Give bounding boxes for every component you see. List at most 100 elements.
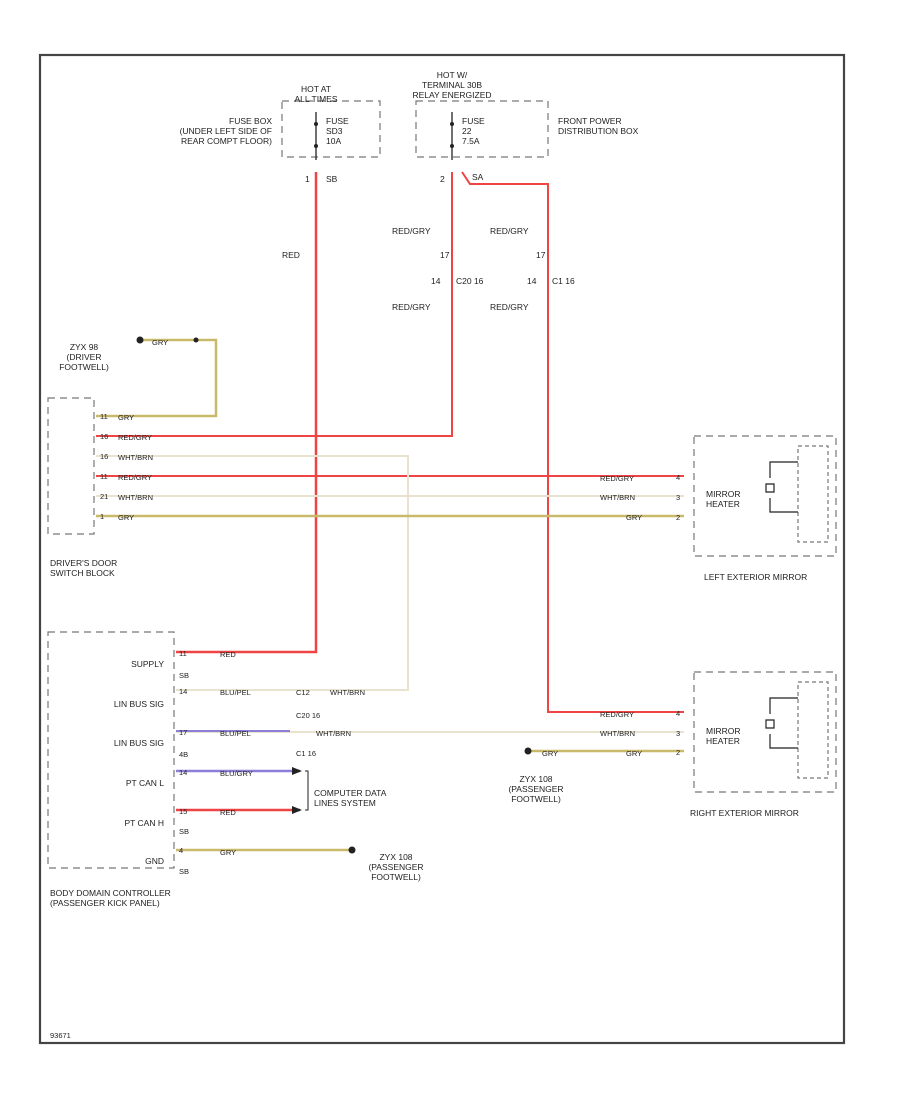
wire-label-redgry-r1: RED/GRY [490,226,529,236]
right-mirror-pin-1: 4 [676,709,680,718]
right-mirror-heater-wire [765,697,798,749]
bdc-label-2: (PASSENGER KICK PANEL) [50,898,160,908]
wire-redgry-switch [96,172,453,437]
wire-red-supply [176,172,318,654]
switch-pin-1: 11 [100,412,108,421]
wire-label-gry-sw1: GRY [118,413,134,422]
bdc-row-5-name: PT CAN H [124,818,164,828]
left-mirror-pin-1: 4 [676,473,680,482]
right-mirror-label: RIGHT EXTERIOR MIRROR [690,808,799,818]
ground-driver-3: FOOTWELL) [59,362,109,372]
fuse-left-fuse-1: FUSE [326,116,349,126]
bdc-splice-b: C20 16 [296,711,320,720]
wire-label-redgry-sw4: RED/GRY [118,473,152,482]
fuse-right-fuse-1: FUSE [462,116,485,126]
fuse-box-right [415,100,549,158]
ground-node-passenger-mirror [524,747,532,755]
wire-label-redgry-rm: RED/GRY [600,710,634,719]
fuse-left-pin-a: 1 [305,174,310,184]
wire-gry-driver-ground [96,338,218,418]
ground-node-passenger-bdc [348,846,356,854]
bdc-label: BODY DOMAIN CONTROLLER(PASSENGER KICK PA… [50,888,171,908]
bdc-row-5-pin: 15 [179,807,187,816]
page-code: 93671 [50,1031,71,1040]
ground-pb-2: (PASSENGER [368,862,423,872]
bdc-row-4-pin: 14 [179,768,187,777]
ground-pb-3: FOOTWELL) [371,872,421,882]
fuse-right-box-1: FRONT POWER [558,116,622,126]
wire-label-gry-bdc6: GRY [220,848,236,857]
fuse-left-hot-2: ALL TIMES [295,94,338,104]
fuse-node-left-top [314,122,318,126]
wire-whtbrn-switch-bdc [96,455,409,691]
switch-block-box [47,397,95,535]
bdc-splice-c: C1 16 [296,749,316,758]
bdc-box [47,631,175,869]
bdc-splice-a: C12 [296,688,310,697]
wire-redgry-mirrors [461,171,684,713]
fuse-node-right-top [450,122,454,126]
right-mirror-pin-2: 3 [676,729,680,738]
ground-pm-3: FOOTWELL) [511,794,561,804]
bdc-row-4-name: PT CAN L [126,778,164,788]
switch-pin-6: 1 [100,512,104,521]
switch-block-label-2: SWITCH BLOCK [50,568,115,578]
fuse-node-left-bot [314,144,318,148]
wire-label-redgry-r2: RED/GRY [490,302,529,312]
left-mirror-pin-2: 3 [676,493,680,502]
fuse-right-fuse-3: 7.5A [462,136,480,146]
switch-pin-5: 21 [100,492,108,501]
bdc-row-1-conn: SB [179,671,189,680]
ground-pm-2: (PASSENGER [508,784,563,794]
switch-pin-4: 11 [100,472,108,481]
left-mirror-heater-element [797,445,829,543]
right-mirror-heater-2: HEATER [706,736,740,746]
wire-label-gry-pm: GRY [542,749,558,758]
wire-label-redgry-lm: RED/GRY [600,474,634,483]
bdc-row-6-name: GND [145,856,164,866]
switch-block-pins: 11 16 16 11 21 1 [100,412,108,521]
fuse-left-fuse-3: 10A [326,136,341,146]
wire-label-whtbrn-sw5: WHT/BRN [118,493,153,502]
ground-node-driver [136,336,144,344]
switch-block-label-1: DRIVER'S DOOR [50,558,117,568]
fuse-left-box-1: FUSE BOX [229,116,272,126]
wire-label-redgry-l2: RED/GRY [392,302,431,312]
left-mirror-label: LEFT EXTERIOR MIRROR [704,572,807,582]
bdc-label-1: BODY DOMAIN CONTROLLER [50,888,171,898]
bdc-row-6-pin: 4 [179,846,183,855]
right-mirror-heater-1: MIRROR [706,726,740,736]
conn-left-b: C20 16 [456,276,484,286]
fuse-left-fuse-2: SD3 [326,126,343,136]
fuse-right-pin-b: SA [472,172,484,182]
data-link-bracket [305,770,309,811]
conn-left-a: 14 [431,276,441,286]
wire-label-whtbrn-sw3: WHT/BRN [118,453,153,462]
wire-label-red-vertical: RED [282,250,300,260]
data-link-arrow-1 [292,767,302,775]
conn-left-pin: 17 [440,250,450,260]
ground-pb-1: ZYX 108 [379,852,412,862]
wire-label-blupel-bdc2: BLU/PEL [220,688,251,697]
switch-pin-2: 16 [100,432,108,441]
fuse-left-pin-b: SB [326,174,338,184]
bdc-row-5-conn: SB [179,827,189,836]
fuse-node-right-bot [450,144,454,148]
fuse-right-hot-1: HOT W/ [437,70,468,80]
wire-label-gry-driver: GRY [152,338,168,347]
data-link-arrow-2 [292,806,302,814]
fuse-left-hot-1: HOT AT [301,84,331,94]
left-mirror-heater-2: HEATER [706,499,740,509]
wire-label-gry-rm: GRY [626,749,642,758]
diagram-frame [38,53,846,1045]
wire-label-redgry-l1: RED/GRY [392,226,431,236]
